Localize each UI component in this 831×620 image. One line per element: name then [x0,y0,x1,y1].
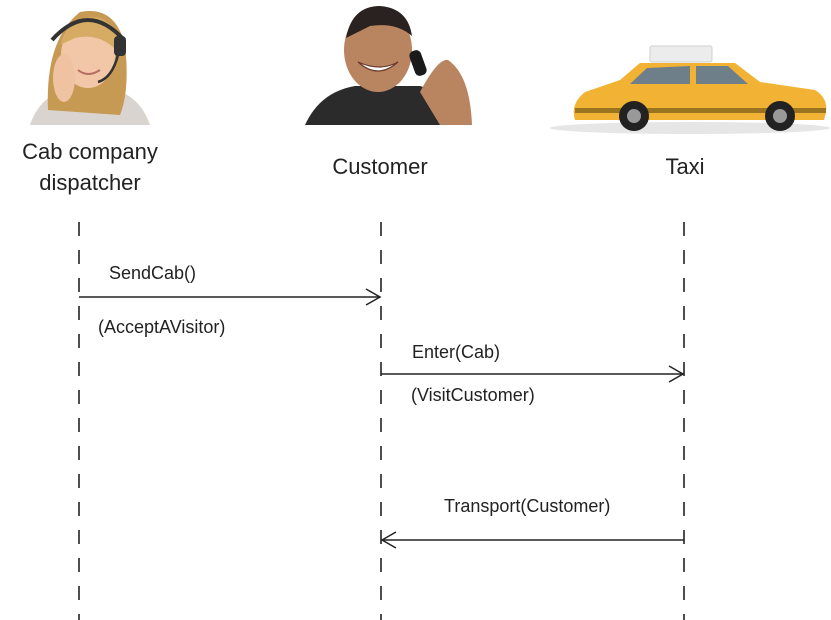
transport-arrow [380,531,684,549]
enter-cab-arrow [381,365,685,383]
transport-label: Transport(Customer) [444,496,611,516]
dispatcher-picture [30,10,150,125]
customer-label: Customer [332,154,428,179]
sendcab-label: SendCab() [109,263,197,283]
taxi-label: Taxi [665,154,705,179]
dispatcher-label: Cab company dispatcher [0,136,180,198]
taxi-picture [550,45,830,134]
dispatcher-label-line2: dispatcher [39,170,141,195]
visitcustomer-note: (VisitCustomer) [411,385,535,405]
acceptavisitor-note: (AcceptAVisitor) [98,317,226,337]
enter-cab-label: Enter(Cab) [412,342,501,362]
sendcab-arrow [79,288,382,306]
customer-picture [305,6,472,126]
dispatcher-label-line1: Cab company [22,139,158,164]
